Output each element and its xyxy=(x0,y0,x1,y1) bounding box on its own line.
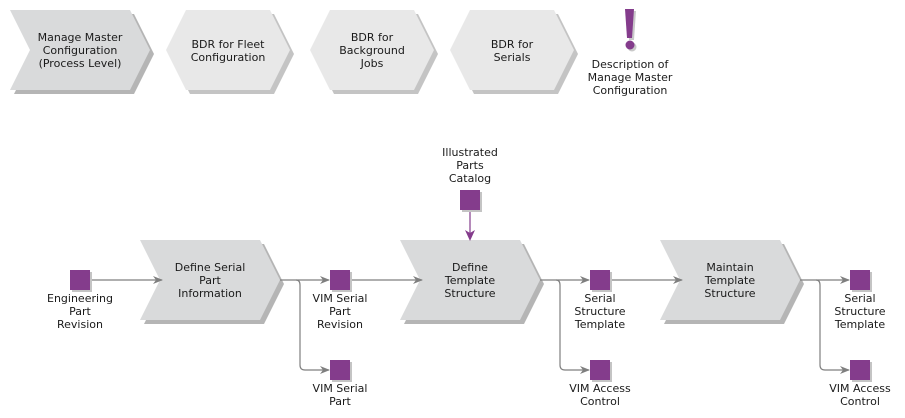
exclamation-icon[interactable] xyxy=(625,9,637,52)
hexagon-shape xyxy=(310,10,434,90)
hexagon-label-bdr-serials: BDR for Serials xyxy=(490,38,534,64)
process-level-label: Manage Master Configuration (Process Lev… xyxy=(37,31,123,70)
object-label-serial-structure-template-2: Serial Structure Template xyxy=(834,292,886,331)
connector-illustrated-parts-catalog-to-define-template xyxy=(465,210,475,241)
object-vim-serial-part-revision[interactable] xyxy=(330,270,352,292)
hexagon-bdr-fleet-configuration[interactable] xyxy=(166,10,294,94)
function-define-serial-part-information[interactable] xyxy=(140,240,284,324)
object-label-vim-serial-part-revision: VIM Serial Part Revision xyxy=(312,292,368,331)
hexagon-bdr-background-jobs[interactable] xyxy=(310,10,438,94)
chevron-shape xyxy=(400,240,540,320)
connector-maintain-to-vim-access-control xyxy=(815,279,850,374)
object-vim-serial-part[interactable] xyxy=(330,360,352,382)
object-label-serial-structure-template-1: Serial Structure Template xyxy=(574,292,626,331)
chevron-shape xyxy=(140,240,280,320)
object-label-vim-access-control-2: VIM Access Control xyxy=(829,382,891,408)
object-vim-access-control-2[interactable] xyxy=(850,360,872,382)
object-serial-structure-template-1[interactable] xyxy=(590,270,612,292)
description-label: Description of Manage Master Configurati… xyxy=(587,58,673,97)
object-label-engineering-part-revision: Engineering Part Revision xyxy=(47,292,113,331)
hexagon-bdr-serials[interactable] xyxy=(450,10,578,94)
object-vim-access-control-1[interactable] xyxy=(590,360,612,382)
hexagon-shape xyxy=(450,10,574,90)
hexagon-label-bdr-background-jobs: BDR for Background Jobs xyxy=(339,31,405,70)
function-maintain-template-structure[interactable] xyxy=(660,240,804,324)
connector-define-serial-to-vim-serial-part xyxy=(295,279,330,374)
object-label-vim-access-control-1: VIM Access Control xyxy=(569,382,631,408)
hexagon-label-bdr-fleet-configuration: BDR for Fleet Configuration xyxy=(190,38,266,64)
information-objects xyxy=(70,190,872,382)
object-engineering-part-revision[interactable] xyxy=(70,270,92,292)
chevron-shape xyxy=(660,240,800,320)
function-label-define-serial-part-information: Define Serial Part Information xyxy=(174,261,246,300)
function-define-template-structure[interactable] xyxy=(400,240,544,324)
function-label-define-template-structure: Define Template Structure xyxy=(444,261,496,300)
object-serial-structure-template-2[interactable] xyxy=(850,270,872,292)
hexagon-shape xyxy=(166,10,290,90)
function-label-maintain-template-structure: Maintain Template Structure xyxy=(704,261,756,300)
object-label-illustrated-parts-catalog: Illustrated Parts Catalog xyxy=(442,146,498,185)
chevron-shape xyxy=(10,10,150,90)
process-level-manage-master-configuration[interactable] xyxy=(10,10,154,94)
connectors xyxy=(90,276,850,374)
object-label-vim-serial-part: VIM Serial Part xyxy=(312,382,368,408)
object-illustrated-parts-catalog[interactable] xyxy=(460,190,482,212)
connector-define-template-to-vim-access-control xyxy=(555,279,590,374)
